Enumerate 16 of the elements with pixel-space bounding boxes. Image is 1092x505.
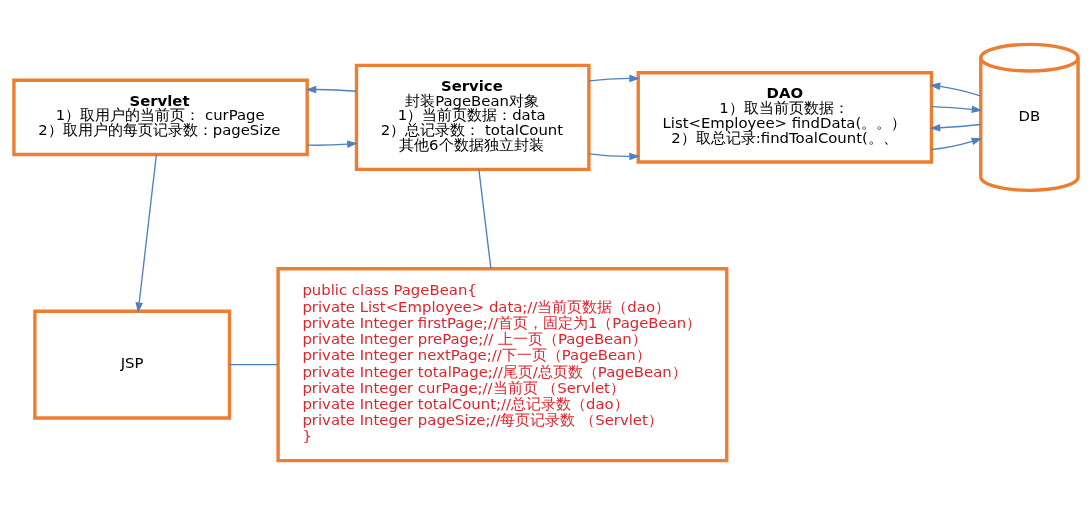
node-box: Service 封装PageBean对象 1）当前页数据：data 2）总记录数： totalCount 其他6个数据独立封装 — [354, 63, 591, 172]
connector — [229, 364, 279, 366]
arrow — [135, 154, 158, 314]
arrow — [930, 137, 983, 151]
arrow — [588, 152, 641, 161]
arrow — [930, 105, 983, 114]
arrow — [305, 85, 357, 94]
node-box: DAO 1）取当前页数据： List<Employee> findData(。。） 2）取总记录:findToalCount(。、 — [636, 71, 934, 164]
node-box: Servlet 1）取用户的当前页： curPage 2）取用户的每页记录数：pageSize — [12, 78, 309, 157]
node-box: public class PageBean{ private List<Employee> data;//当前页数据（dao） private Integer firstPage;//首页，固定为1（PageBean） private Integer prePage;// 上一页（PageBean） private Integer nextPage;//下一页（PageBean） private Integer totalPage;//尾页/总页数（PageBean） private Integer curPage;//当前页 （Servlet） private Integer totalCount;//总记录数（dao） private Integer pageSize;//每页记录数 （Servlet） } — [276, 267, 729, 463]
connector — [478, 168, 492, 270]
arrow — [588, 74, 641, 83]
arrow — [929, 123, 982, 132]
arrow — [306, 140, 358, 148]
arrow — [929, 82, 982, 97]
node-box: JSP — [33, 309, 232, 420]
